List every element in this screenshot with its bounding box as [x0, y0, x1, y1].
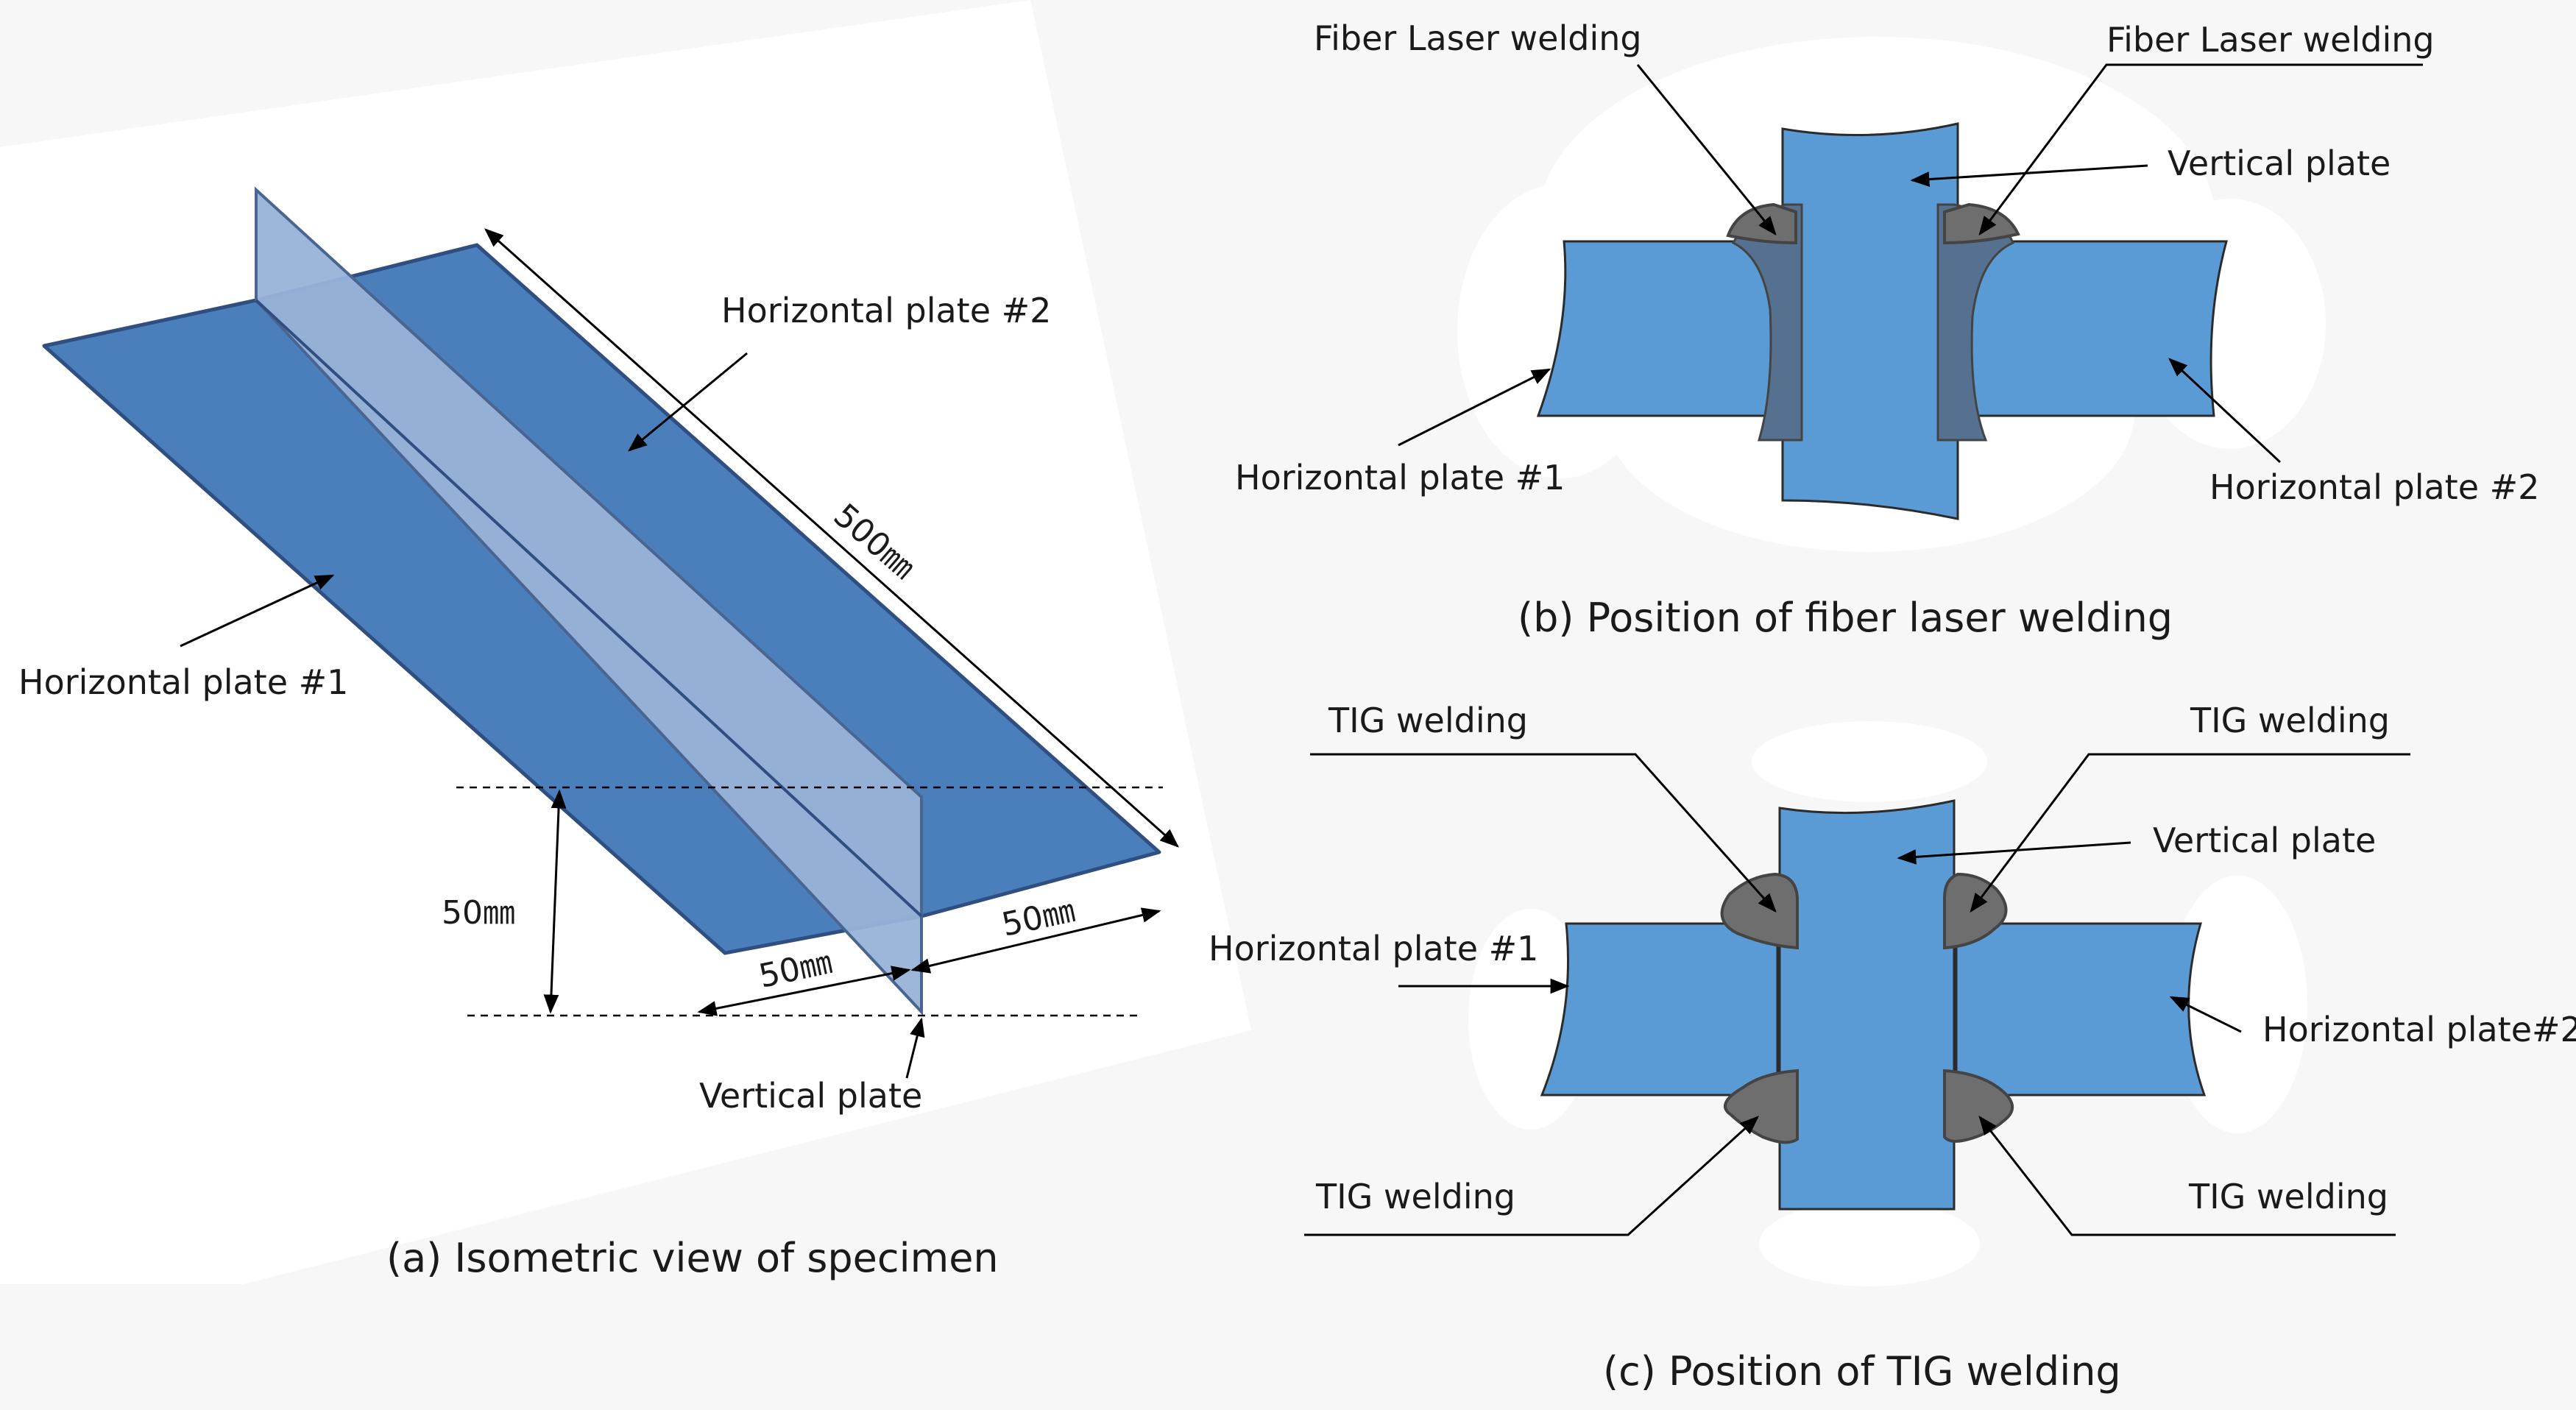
label-vertical-plate-c: Vertical plate	[2153, 821, 2376, 860]
label-vertical-plate-a: Vertical plate	[699, 1076, 922, 1116]
label-weld-right-b: Fiber Laser welding	[2106, 20, 2435, 60]
label-horizontal-plate-1-c: Horizontal plate #1	[1209, 929, 1538, 968]
dim-width-right-arrow	[910, 907, 1161, 974]
leader-horizontal-plate-2-a	[627, 352, 748, 452]
leader-vertical-plate-a	[905, 1017, 925, 1079]
leader-weld-bottom-right-c	[1978, 1115, 2396, 1236]
panel-b-fiber-laser: Fiber Laser welding Fiber Laser welding …	[1235, 18, 2539, 641]
leader-horizontal-plate-2-b	[2168, 358, 2282, 464]
leader-weld-top-right-c	[1970, 753, 2410, 913]
leader-vertical-plate-b	[1910, 164, 2148, 187]
label-weld-left-b: Fiber Laser welding	[1314, 18, 1642, 58]
dim-width-left-arrow	[697, 966, 911, 1016]
leader-horizontal-plate-1-b	[1398, 368, 1551, 447]
leader-weld-right-b	[1978, 63, 2423, 236]
label-weld-top-right-c: TIG welding	[2190, 701, 2390, 740]
leader-vertical-plate-c	[1897, 841, 2131, 865]
label-weld-bottom-left-c: TIG welding	[1315, 1177, 1515, 1216]
panel-a-isometric: 500㎜ 50㎜ 50㎜ 50㎜ Horizontal plate #2 Hor…	[0, 0, 1251, 1284]
panel-c-blob-top	[1752, 721, 1987, 802]
horizontal-plate-2-section-b	[1949, 240, 2228, 417]
dim-height-label: 50㎜	[442, 894, 515, 932]
label-horizontal-plate-2-b: Horizontal plate #2	[2209, 467, 2539, 507]
leader-horizontal-plate-1-a	[180, 574, 335, 648]
label-weld-top-left-c: TIG welding	[1328, 701, 1528, 740]
caption-c: (c) Position of TIG welding	[1603, 1348, 2121, 1395]
caption-b: (b) Position of fiber laser welding	[1518, 595, 2173, 641]
leader-weld-top-left-c	[1310, 753, 1777, 913]
panel-c-tig: TIG welding TIG welding Vertical plate H…	[1209, 701, 2576, 1395]
label-horizontal-plate-2-a: Horizontal plate #2	[721, 291, 1051, 330]
leader-horizontal-plate-2-c	[2169, 996, 2242, 1033]
dim-500-arrow	[484, 228, 1179, 848]
vertical-plate-section-b	[1781, 122, 1959, 520]
label-vertical-plate-b: Vertical plate	[2168, 144, 2391, 183]
caption-a: (a) Isometric view of specimen	[386, 1235, 999, 1281]
panel-c-blob-right	[2168, 876, 2307, 1133]
vertical-plate-section-c	[1778, 799, 1956, 1211]
label-horizontal-plate-1-a: Horizontal plate #1	[18, 662, 348, 702]
panel-c-blob-bottom	[1759, 1201, 1980, 1286]
horizontal-plate-1-section-b	[1536, 240, 1797, 417]
horizontal-plate-1-section-c	[1540, 922, 1779, 1097]
leader-weld-bottom-left-c	[1304, 1116, 1759, 1236]
dim-height-arrow	[543, 789, 567, 1014]
label-horizontal-plate-2-c: Horizontal plate#2	[2262, 1010, 2576, 1049]
label-weld-bottom-right-c: TIG welding	[2188, 1177, 2388, 1216]
leader-weld-left-b	[1636, 64, 1777, 236]
horizontal-plate-2-section-c	[1955, 922, 2207, 1097]
label-horizontal-plate-1-b: Horizontal plate #1	[1235, 458, 1565, 497]
